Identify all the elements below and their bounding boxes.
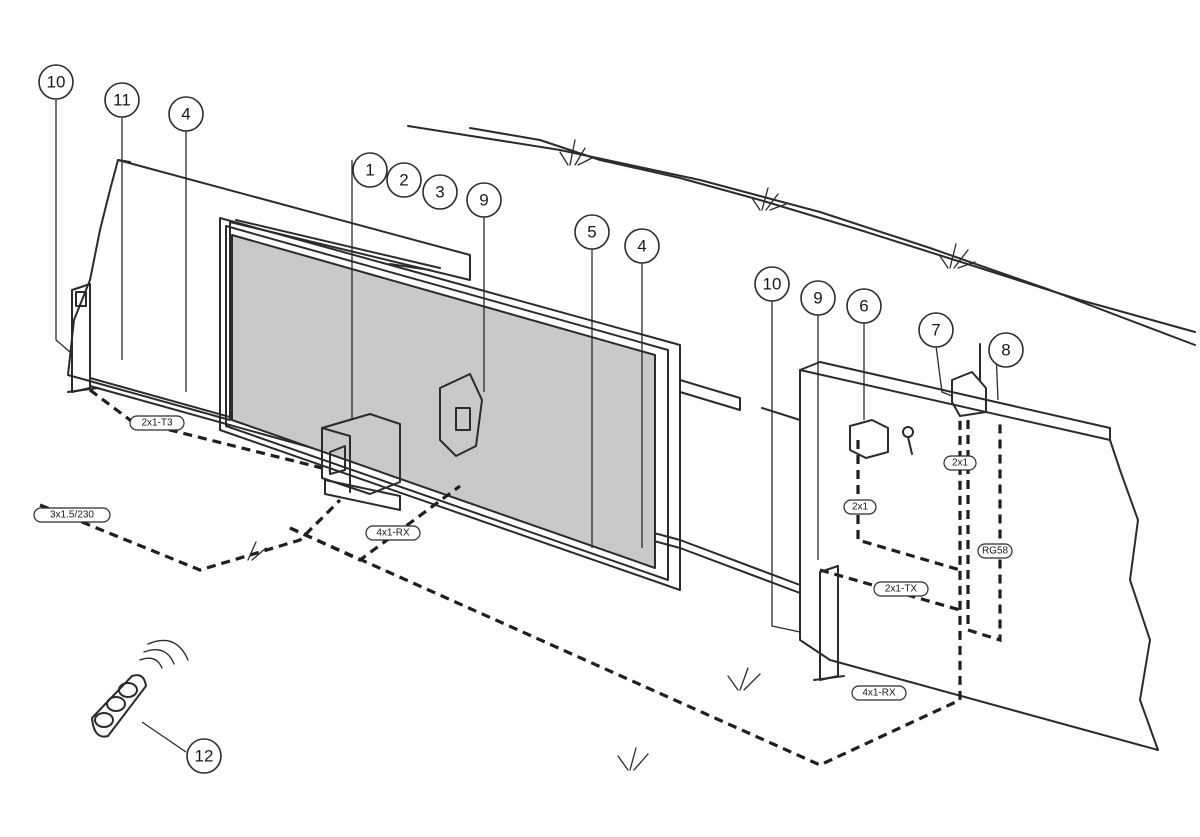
key-switch-icon xyxy=(849,419,914,459)
svg-text:2x1: 2x1 xyxy=(852,502,869,513)
ground-line xyxy=(407,125,1196,346)
svg-text:3: 3 xyxy=(435,183,444,202)
callout-9a: 9 xyxy=(466,182,502,218)
svg-text:12: 12 xyxy=(195,747,214,766)
cable-tag-4x1-rx-motor: 4x1-RX xyxy=(365,525,421,541)
cable-tag-rg58: RG58 xyxy=(977,543,1013,559)
left-wall xyxy=(67,159,471,421)
callout-10b: 10 xyxy=(754,266,790,302)
sliding-gate xyxy=(219,217,681,591)
photocell-post-right-icon xyxy=(813,565,845,681)
cable-tag-2x1-lamp: 2x1 xyxy=(943,455,977,471)
callout-4b: 4 xyxy=(624,228,660,264)
svg-text:4: 4 xyxy=(637,237,646,256)
cable-tag-2x1-key: 2x1 xyxy=(843,499,877,515)
svg-text:9: 9 xyxy=(813,289,822,308)
svg-text:2x1-T3: 2x1-T3 xyxy=(141,418,173,429)
callout-8: 8 xyxy=(988,332,1024,368)
svg-text:RG58: RG58 xyxy=(982,546,1009,557)
callout-7: 7 xyxy=(918,312,954,348)
svg-text:5: 5 xyxy=(587,223,596,242)
svg-text:1: 1 xyxy=(365,161,374,180)
callout-9b: 9 xyxy=(800,280,836,316)
svg-text:8: 8 xyxy=(1001,341,1010,360)
callout-2: 2 xyxy=(386,162,422,198)
svg-text:2: 2 xyxy=(399,171,408,190)
callout-10a: 10 xyxy=(38,64,74,100)
callout-12: 12 xyxy=(186,738,222,774)
callout-4a: 4 xyxy=(168,96,204,132)
cable-tag-2x1-tx: 2x1-TX xyxy=(873,581,929,597)
photocell-post-icon xyxy=(67,283,99,393)
callout-5: 5 xyxy=(574,214,610,250)
svg-text:6: 6 xyxy=(859,297,868,316)
remote-control-icon xyxy=(91,639,189,738)
svg-text:7: 7 xyxy=(931,321,940,340)
photocell-icon xyxy=(439,373,483,457)
callout-6: 6 xyxy=(846,288,882,324)
callout-11: 11 xyxy=(104,82,140,118)
gate-motor-icon xyxy=(321,413,401,511)
svg-text:4x1-RX: 4x1-RX xyxy=(862,688,896,699)
callout-3: 3 xyxy=(422,174,458,210)
callout-1: 1 xyxy=(352,152,388,188)
svg-text:10: 10 xyxy=(763,275,782,294)
cable-tag-power: 3x1.5/230 xyxy=(33,507,111,523)
flashing-lamp-icon xyxy=(951,343,987,417)
svg-text:2x1: 2x1 xyxy=(952,458,969,469)
svg-text:4x1-RX: 4x1-RX xyxy=(376,528,410,539)
svg-text:2x1-TX: 2x1-TX xyxy=(885,584,918,595)
wall-slot xyxy=(679,379,801,421)
svg-text:4: 4 xyxy=(181,105,190,124)
svg-text:10: 10 xyxy=(47,73,66,92)
svg-text:11: 11 xyxy=(113,91,131,110)
callout-leaders xyxy=(55,100,999,753)
cable-tag-2x1-t3: 2x1-T3 xyxy=(129,415,185,431)
svg-text:3x1.5/230: 3x1.5/230 xyxy=(50,510,94,521)
svg-text:9: 9 xyxy=(479,191,488,210)
cable-tag-4x1-rx-post: 4x1-RX xyxy=(851,685,907,701)
grass-tuft-icon xyxy=(247,139,976,771)
cable-runs xyxy=(39,388,1002,767)
